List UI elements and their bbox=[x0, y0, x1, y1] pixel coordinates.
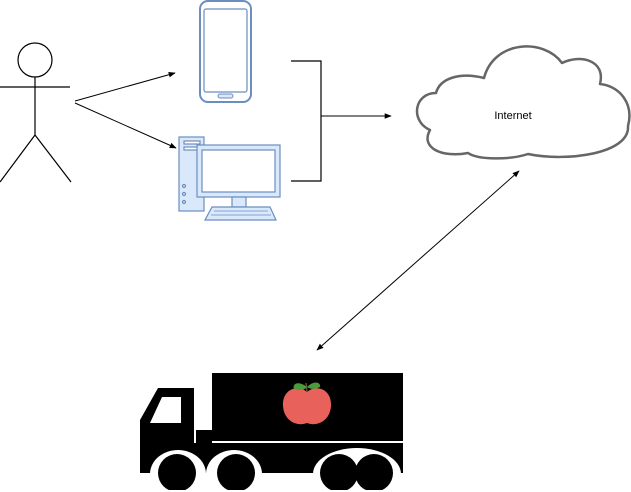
delivery-truck-icon bbox=[130, 373, 420, 492]
smartphone-icon bbox=[199, 0, 252, 103]
cloud-icon bbox=[415, 45, 631, 160]
desktop-computer-icon bbox=[178, 136, 281, 221]
stick-figure-icon bbox=[0, 42, 72, 183]
arrow-cloud-truck bbox=[316, 170, 520, 351]
apple-icon bbox=[282, 382, 332, 425]
arrow-user-to-computer bbox=[74, 102, 177, 149]
device-group-bracket bbox=[291, 60, 322, 182]
arrow-user-to-phone bbox=[74, 72, 176, 102]
cloud-label: Internet bbox=[494, 110, 531, 122]
